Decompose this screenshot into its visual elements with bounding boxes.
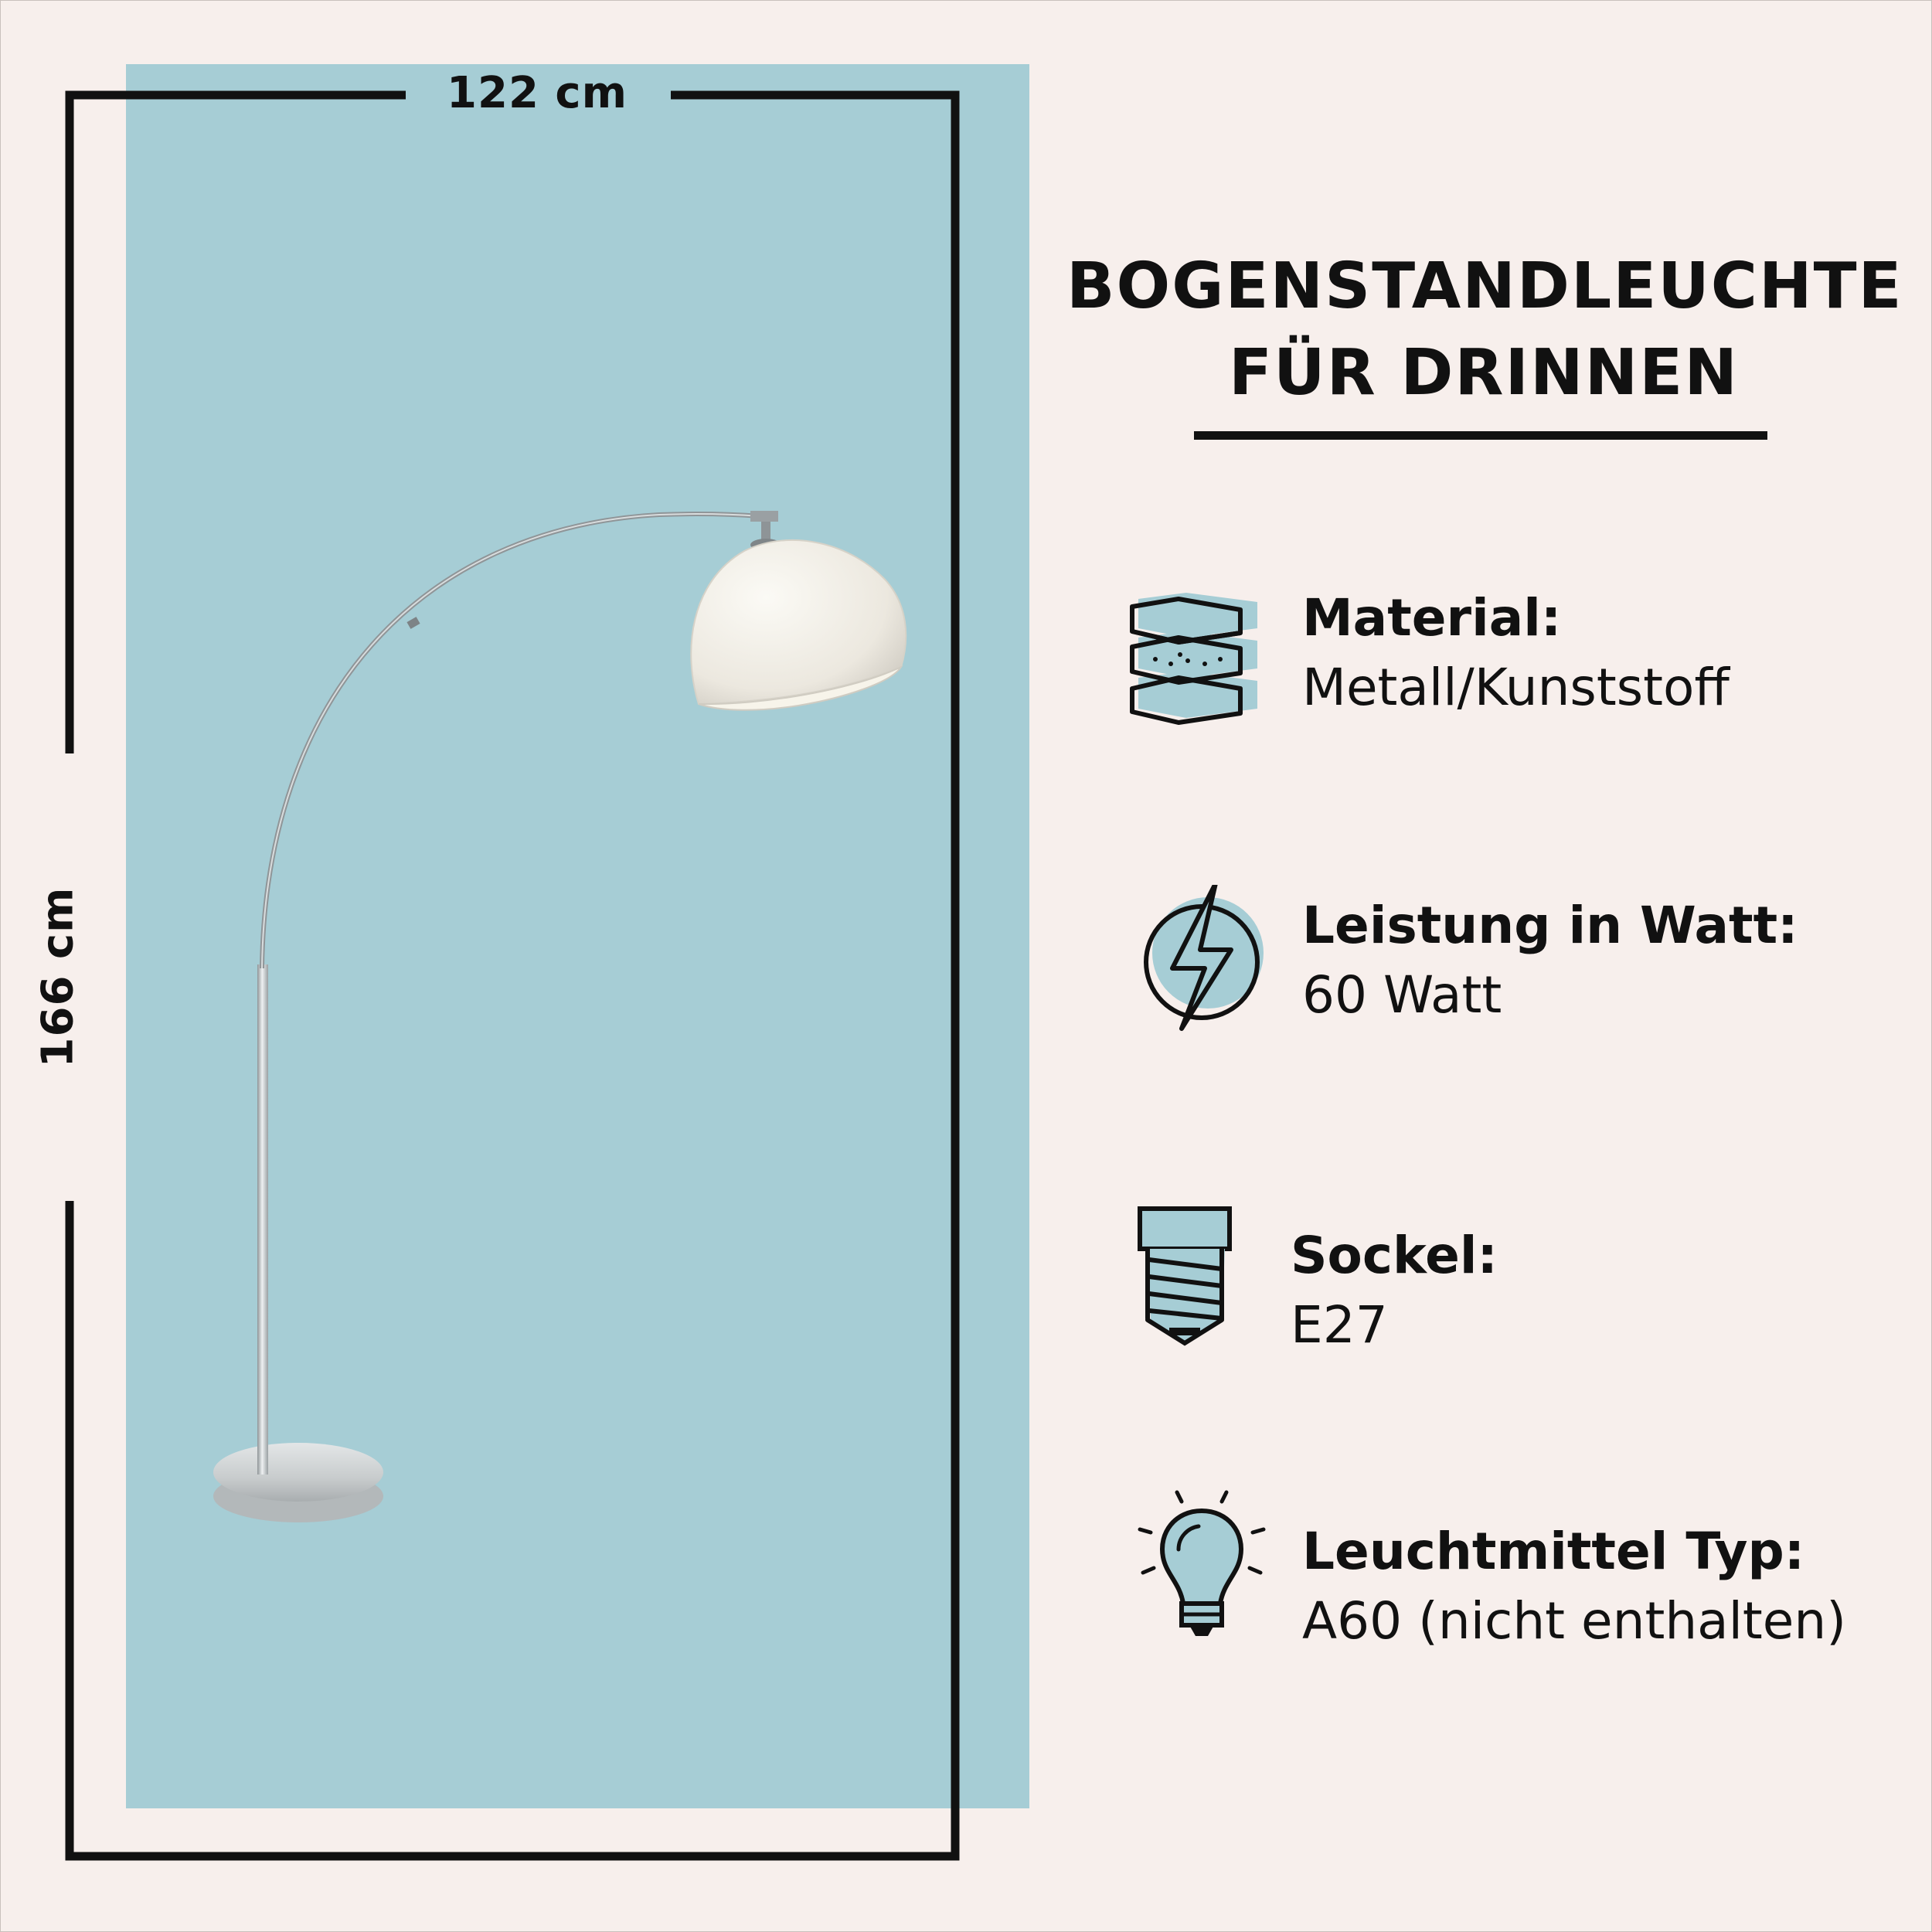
title-line-1: BOGENSTANDLEUCHTE <box>1066 250 1903 323</box>
spec-socket: Sockel: E27 <box>1124 1206 1897 1383</box>
spec-material-value: Metall/Kunststoff <box>1302 658 1730 717</box>
width-dimension-label: 122 cm <box>447 68 628 118</box>
product-title: BOGENSTANDLEUCHTE FÜR DRINNEN <box>1066 243 1903 417</box>
lightning-bolt-icon <box>1144 885 1264 1031</box>
height-dimension-label: 166 cm <box>32 886 83 1068</box>
material-layers-icon <box>1130 593 1257 725</box>
spec-material-label: Material: <box>1302 588 1562 648</box>
lamp-pole <box>257 964 268 1475</box>
dimension-frame-right <box>65 90 960 1861</box>
light-bulb-icon <box>1138 1490 1266 1636</box>
spec-socket-label: Sockel: <box>1291 1226 1498 1285</box>
spec-bulb-type-value: A60 (nicht enthalten) <box>1302 1591 1846 1651</box>
spec-material: Material: Metall/Kunststoff <box>1124 583 1897 761</box>
lamp-base-top <box>213 1443 383 1502</box>
arc-floor-lamp-image <box>213 511 907 1522</box>
shade-connector <box>750 511 778 522</box>
bulb-socket-icon <box>1138 1206 1232 1346</box>
lamp-shade <box>690 539 907 706</box>
lamp-shade-opening <box>698 665 903 711</box>
lamp-arc <box>260 511 760 969</box>
spec-bulb-type-label: Leuchtmittel Typ: <box>1302 1522 1805 1581</box>
spec-socket-value: E27 <box>1291 1295 1388 1355</box>
spec-power-value: 60 Watt <box>1302 965 1502 1025</box>
title-divider <box>1194 431 1767 440</box>
spec-power: Leistung in Watt: 60 Watt <box>1124 885 1897 1063</box>
dimension-frame-top-left <box>65 90 406 753</box>
spec-power-label: Leistung in Watt: <box>1302 896 1798 955</box>
spec-bulb-type: Leuchtmittel Typ: A60 (nicht enthalten) <box>1124 1488 1897 1665</box>
title-line-2: FÜR DRINNEN <box>1229 336 1739 410</box>
